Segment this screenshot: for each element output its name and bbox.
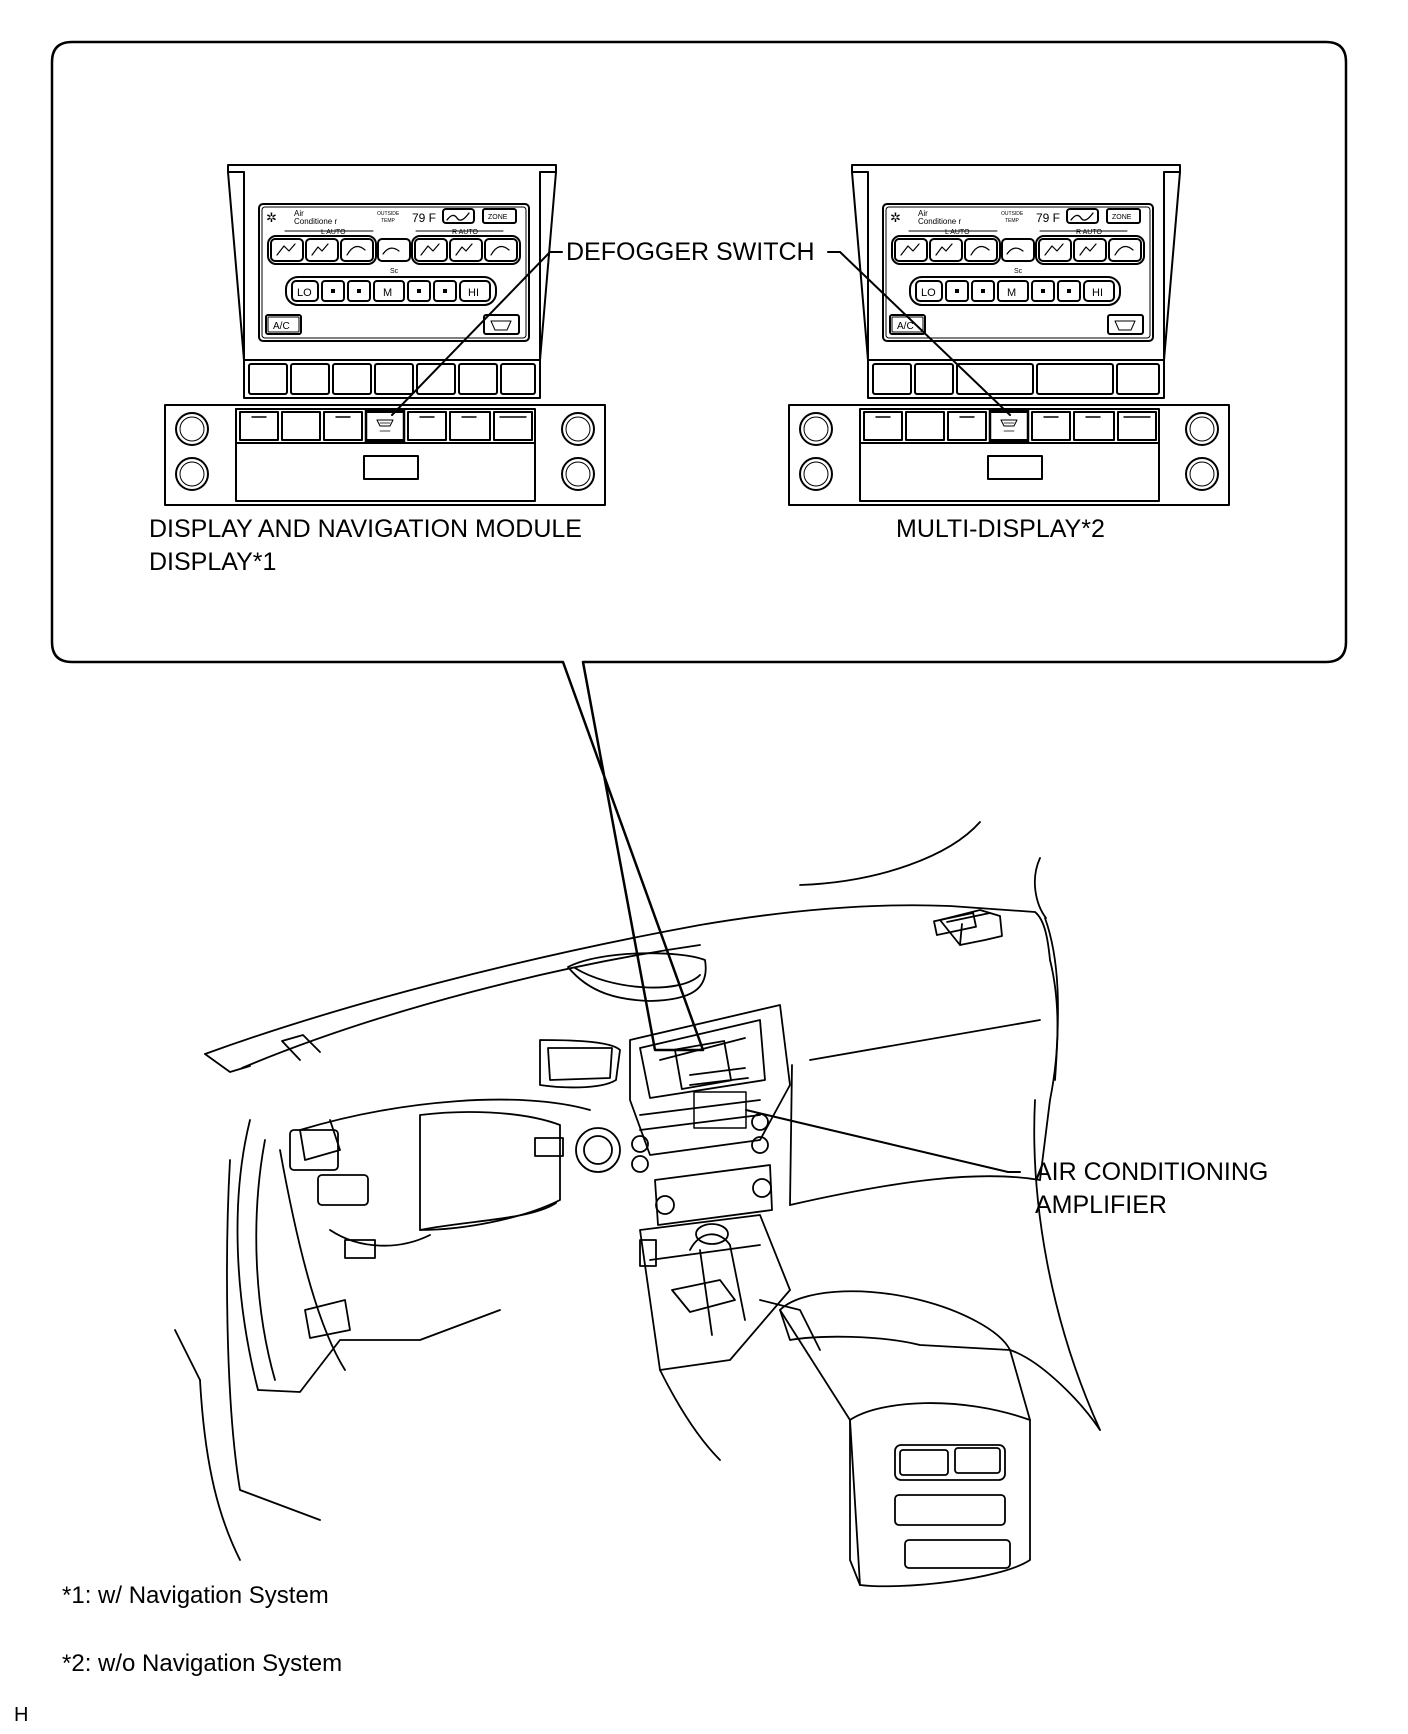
svg-text:Air: Air xyxy=(918,209,928,218)
svg-text:ZONE: ZONE xyxy=(488,214,508,221)
svg-text:Sc: Sc xyxy=(390,268,399,275)
svg-text:TEMP: TEMP xyxy=(381,218,396,224)
svg-text:OUTSIDE: OUTSIDE xyxy=(1001,211,1024,217)
svg-text:OUTSIDE: OUTSIDE xyxy=(377,211,400,217)
svg-text:TEMP: TEMP xyxy=(1005,218,1020,224)
svg-text:ZONE: ZONE xyxy=(1112,214,1132,221)
defogger-switch-label: DEFOGGER SWITCH xyxy=(566,238,815,266)
svg-text:✲: ✲ xyxy=(890,210,901,225)
multi-display-panel: Air Conditione r ✲ OUTSIDE TEMP 79 F ZON… xyxy=(788,164,1230,506)
display-nav-module-label-line2: DISPLAY*1 xyxy=(149,548,277,576)
svg-text:HI: HI xyxy=(1092,287,1103,299)
svg-text:Conditione r: Conditione r xyxy=(918,217,961,226)
defogger-leader-lines xyxy=(391,251,1011,416)
defogger-switch-a xyxy=(364,408,406,444)
svg-text:L AUTO: L AUTO xyxy=(321,229,346,236)
footnote-1: *1: w/ Navigation System xyxy=(62,1582,329,1609)
footnote-2: *2: w/o Navigation System xyxy=(62,1650,343,1677)
svg-text:LO: LO xyxy=(921,287,936,299)
dashboard-illustration xyxy=(174,821,1101,1588)
svg-text:L AUTO: L AUTO xyxy=(945,229,970,236)
svg-text:✲: ✲ xyxy=(266,210,277,225)
ac-amplifier-label-line2: AMPLIFIER xyxy=(1035,1191,1167,1219)
svg-text:A/C: A/C xyxy=(897,321,914,332)
callout-box xyxy=(50,40,1348,1052)
display-nav-module-label-line1: DISPLAY AND NAVIGATION MODULE xyxy=(149,515,582,543)
svg-text:Sc: Sc xyxy=(1014,268,1023,275)
screen-title-conditioner: Conditione r xyxy=(294,217,337,226)
svg-text:R AUTO: R AUTO xyxy=(1076,229,1102,236)
svg-text:HI: HI xyxy=(468,287,479,299)
svg-text:LO: LO xyxy=(297,287,312,299)
svg-text:M: M xyxy=(383,287,392,299)
multi-display-label: MULTI-DISPLAY*2 xyxy=(896,515,1105,543)
display-nav-module-panel: Air Conditione r ✲ OUTSIDE TEMP 79 F ZON… xyxy=(164,164,606,506)
screen-title-air: Air xyxy=(294,209,304,218)
corner-mark: H xyxy=(14,1704,29,1726)
screen-temperature: 79 F xyxy=(412,211,436,225)
ac-amplifier-label-line1: AIR CONDITIONING xyxy=(1035,1158,1269,1186)
svg-text:R AUTO: R AUTO xyxy=(452,229,478,236)
svg-text:A/C: A/C xyxy=(273,321,290,332)
amplifier-leader-line xyxy=(693,1091,1021,1173)
svg-text:M: M xyxy=(1007,287,1016,299)
svg-text:79 F: 79 F xyxy=(1036,211,1060,225)
